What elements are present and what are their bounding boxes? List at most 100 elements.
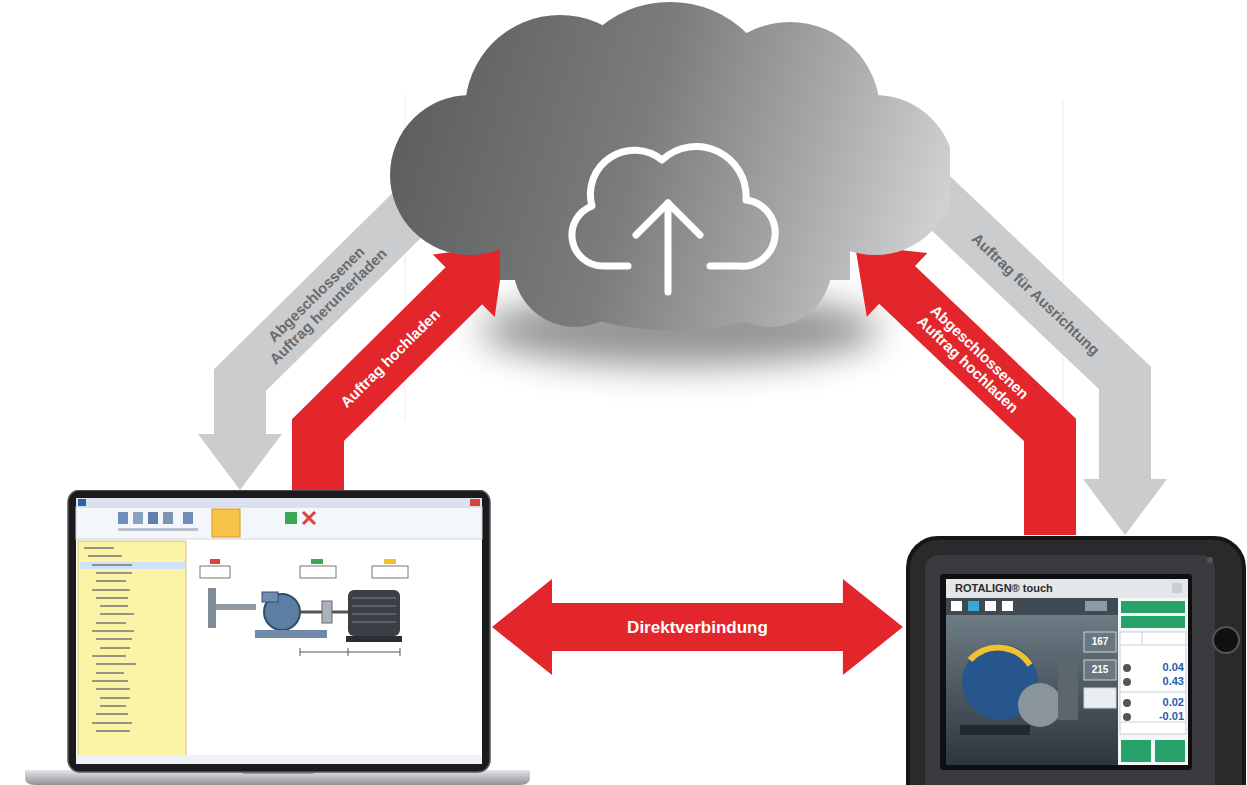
result-table-part — [1123, 678, 1131, 686]
machine-3d-part — [1018, 683, 1062, 727]
header-icon — [1172, 583, 1182, 593]
machine-train-drawing-part — [372, 566, 408, 578]
screen-icons-part — [951, 601, 962, 611]
ribbon-icons-part — [118, 512, 128, 524]
ribbon-toolbar — [76, 507, 482, 539]
arrow-band — [318, 285, 465, 490]
arrow-label: Direktverbindung — [627, 617, 768, 636]
machine-train-drawing-part — [300, 566, 336, 578]
screen-value: 215 — [1092, 664, 1109, 676]
result-table-part — [1120, 632, 1186, 722]
machine-train-drawing-part — [200, 566, 230, 578]
result-panel — [1118, 598, 1188, 765]
ribbon-icons-part — [285, 512, 297, 524]
machine-train-drawing-part — [210, 559, 220, 564]
app-icon — [78, 499, 86, 506]
device-node: ROTALIGN® touch — [905, 535, 1247, 785]
arrow-label: Abgeschlossenen Auftrag herunterladen — [250, 228, 395, 372]
machine-train-drawing-part — [300, 648, 400, 656]
laptop-node — [25, 490, 530, 785]
arrow-band — [896, 284, 1050, 535]
screen-header — [946, 579, 1188, 598]
machine-3d-part — [970, 648, 1030, 665]
machine-train-drawing-part — [322, 601, 332, 623]
tree-rows — [84, 548, 136, 731]
value-box — [1084, 688, 1116, 708]
tree-panel — [78, 541, 186, 759]
laptop-screen — [76, 498, 482, 764]
arrow-head — [198, 434, 282, 490]
faint-guide-line — [1063, 100, 1064, 420]
cloud-shape — [370, 0, 950, 345]
ribbon-icons-part — [212, 509, 240, 537]
arrow-label: Auftrag für Ausrichtung — [969, 230, 1104, 359]
machine-train-drawing-part — [216, 604, 256, 610]
cloud-body — [390, 2, 950, 330]
green-button — [1121, 601, 1185, 613]
status-bar — [76, 755, 482, 764]
ribbon-icons-part — [118, 528, 198, 531]
machine-train-drawing — [200, 559, 408, 656]
screen-icons-part — [968, 601, 979, 611]
machine-3d — [960, 644, 1078, 735]
arrow-head — [433, 245, 505, 317]
screen-value: -0.01 — [1159, 710, 1184, 723]
machine-3d-part — [960, 725, 1030, 735]
cloud-node — [370, 0, 950, 345]
device-housing — [908, 538, 1244, 785]
result-table-part — [1123, 664, 1131, 672]
ribbon-icons-part — [163, 512, 173, 524]
result-table-part — [1120, 632, 1186, 734]
screen-value: 0.04 — [1163, 661, 1184, 674]
result-table-part — [1123, 713, 1131, 721]
machine-train-drawing-part — [208, 588, 216, 628]
cloud-body-part — [500, 130, 850, 280]
machine-train-drawing-part — [346, 636, 402, 642]
value-box — [1084, 632, 1116, 652]
screen-bezel — [940, 574, 1192, 770]
screen-value: 167 — [1092, 636, 1109, 648]
screen-icons-part — [1085, 601, 1107, 611]
arrow-label: Auftrag hochladen — [337, 305, 443, 410]
machine-train-drawing-part — [262, 592, 278, 602]
green-button — [1121, 616, 1185, 628]
screen-icons-part — [1002, 601, 1013, 611]
screen-icons — [951, 601, 1107, 611]
green-button — [1121, 740, 1151, 762]
device-screen — [946, 579, 1188, 765]
ribbon-icons — [118, 509, 315, 537]
arrow-band — [551, 603, 845, 651]
screen-icon-row — [946, 598, 1118, 615]
machine-train-drawing-part — [352, 598, 396, 622]
arrow-head — [1083, 479, 1167, 535]
device-front-panel — [925, 555, 1215, 785]
upload-icon-part — [572, 147, 775, 267]
ribbon-icons-part — [148, 512, 158, 524]
rotalign-device — [905, 535, 1247, 785]
upload-icon — [572, 147, 775, 292]
close-button — [470, 499, 480, 506]
value-box — [1084, 660, 1116, 680]
machine-train-drawing-part — [311, 559, 323, 564]
machine-3d-part — [1058, 660, 1078, 720]
laptop-bezel — [68, 490, 490, 772]
upload-icon-part — [665, 203, 672, 292]
result-table-part — [1123, 699, 1131, 707]
window-titlebar — [76, 498, 482, 507]
device-knob — [1213, 627, 1239, 653]
scene-3d — [946, 615, 1118, 765]
flow-arrow — [492, 579, 903, 675]
ribbon-icons-part — [183, 512, 193, 524]
arrow-label: Abgeschlossenen Auftrag hochladen — [901, 287, 1048, 429]
machine-train-drawing-part — [384, 559, 396, 564]
ribbon-icons-part — [303, 512, 315, 524]
arrow-head — [843, 579, 903, 675]
machine-train-drawing-part — [255, 630, 327, 638]
green-button — [1155, 740, 1185, 762]
status-led — [1207, 557, 1213, 563]
arrow-head — [855, 245, 927, 317]
laptop-illustration — [25, 490, 530, 785]
screen-icons-part — [985, 601, 996, 611]
